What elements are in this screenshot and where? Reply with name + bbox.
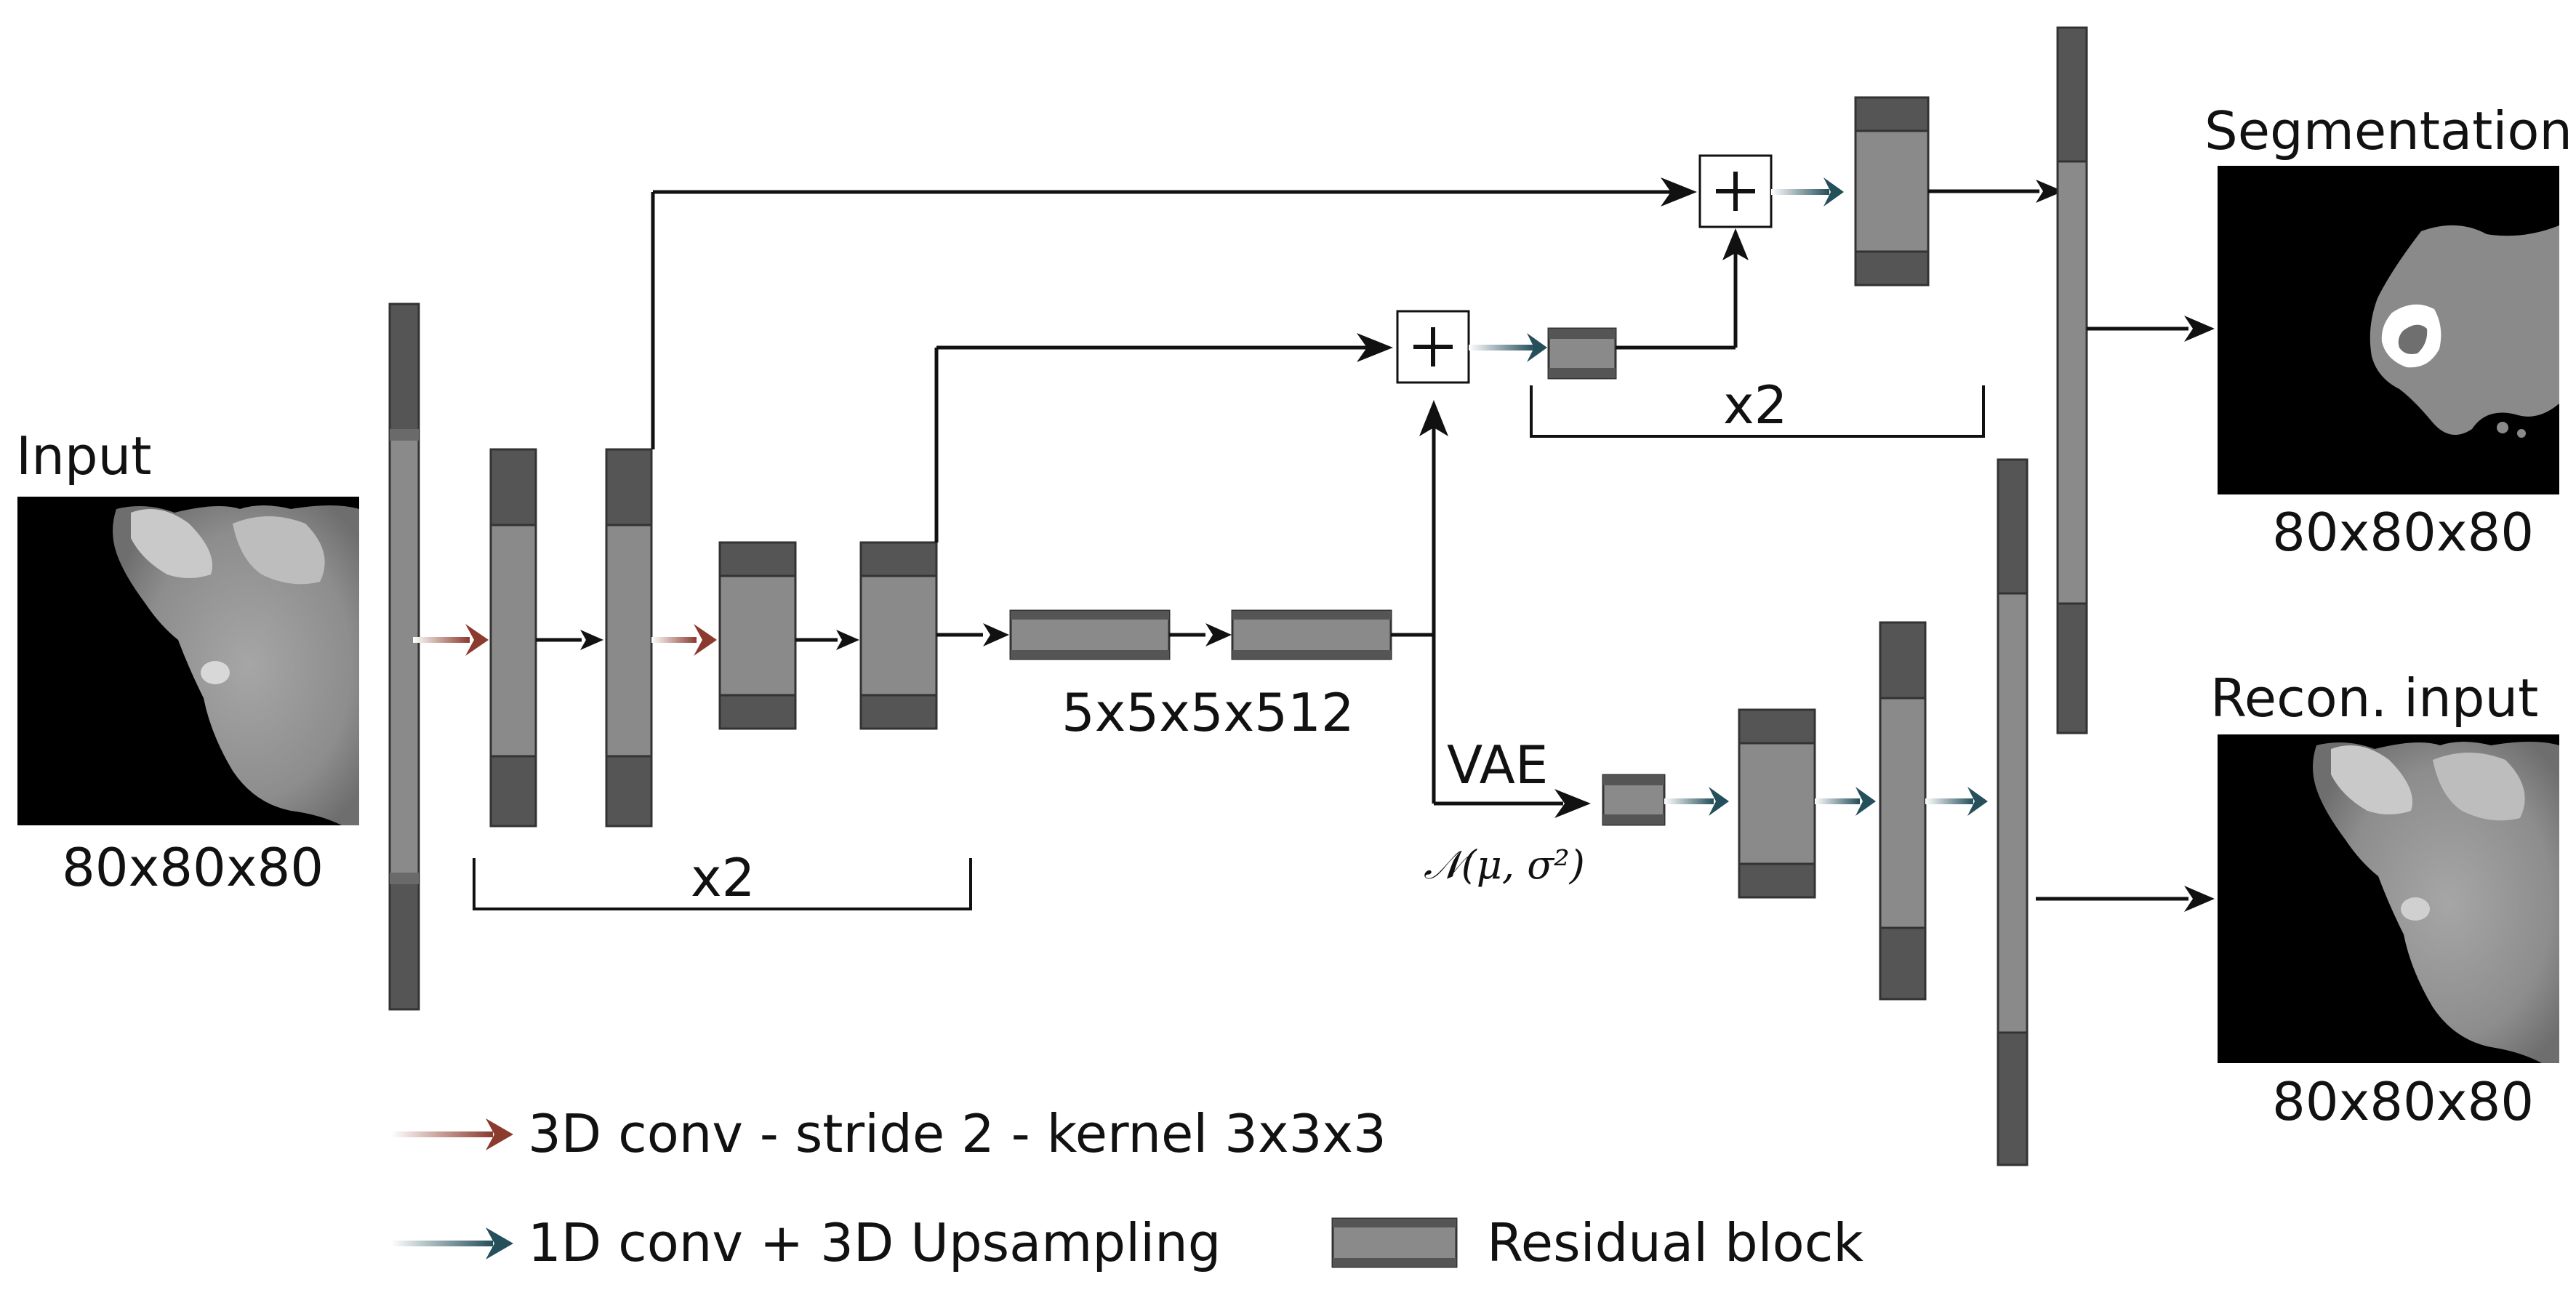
legend-conv-stride-label: 3D conv - stride 2 - kernel 3x3x3 (528, 1103, 1387, 1164)
input-image (17, 497, 359, 825)
arrow (1616, 228, 1749, 350)
upsample-arrow (1771, 177, 1844, 207)
residual-block (1009, 609, 1171, 660)
input-column-block (388, 303, 420, 1011)
residual-block (1547, 327, 1617, 380)
bottleneck-dims: 5x5x5x512 (1062, 682, 1355, 743)
segmentation-image (2218, 166, 2559, 494)
sum-node-lower (1396, 310, 1470, 384)
input-title: Input (16, 425, 151, 486)
recon-column-block (1997, 458, 2029, 1166)
decoder-repeat-bracket (1530, 385, 1985, 438)
upsample-arrow (1925, 787, 1988, 816)
arrow (795, 630, 859, 650)
conv-stride-arrow (413, 624, 489, 656)
arrow (536, 630, 603, 650)
arrow (2087, 316, 2215, 342)
residual-block (1231, 609, 1392, 660)
residual-block (1738, 708, 1816, 899)
skip-connection-top (651, 177, 1697, 449)
skip-connection-middle (934, 333, 1393, 542)
residual-block (1879, 621, 1927, 1001)
bottleneck-to-decoder-line (1391, 400, 1591, 818)
residual-block (489, 448, 537, 828)
encoder-repeat-label: x2 (691, 847, 755, 908)
arrow (2036, 886, 2215, 912)
upsample-arrow (1815, 787, 1876, 816)
residual-block (1854, 96, 1930, 287)
upsample-arrow (1664, 787, 1729, 816)
arrow (1928, 180, 2063, 203)
segmentation-column-block (2056, 26, 2088, 734)
recon-title: Recon. input (2210, 668, 2538, 729)
sum-node-upper (1698, 154, 1773, 228)
arrow (936, 623, 1009, 646)
legend-block-label: Residual block (1487, 1212, 1863, 1273)
vae-label: VAE (1447, 734, 1548, 796)
segmentation-dims: 80x80x80 (2272, 502, 2534, 563)
recon-image (2218, 734, 2559, 1063)
residual-block (1602, 774, 1666, 826)
arrow (1169, 623, 1232, 646)
residual-block (718, 541, 797, 730)
vae-distribution: 𝒩(μ, σ²) (1424, 842, 1585, 888)
legend-upsample-arrow-icon (391, 1227, 513, 1259)
conv-stride-arrow (651, 624, 717, 656)
decoder-repeat-label: x2 (1723, 374, 1787, 436)
encoder-repeat-bracket (473, 858, 972, 910)
segmentation-title: Segmentation (2204, 100, 2572, 161)
recon-dims: 80x80x80 (2272, 1071, 2534, 1132)
legend: 3D conv - stride 2 - kernel 3x3x3 1D con… (391, 1103, 1863, 1273)
residual-block (859, 541, 938, 730)
input-dims: 80x80x80 (62, 837, 324, 898)
upsample-arrow (1469, 333, 1547, 362)
legend-upsample-label: 1D conv + 3D Upsampling (528, 1212, 1221, 1273)
legend-conv-stride-arrow-icon (391, 1118, 513, 1150)
residual-block (605, 448, 653, 828)
residual-block-icon (1331, 1217, 1458, 1268)
